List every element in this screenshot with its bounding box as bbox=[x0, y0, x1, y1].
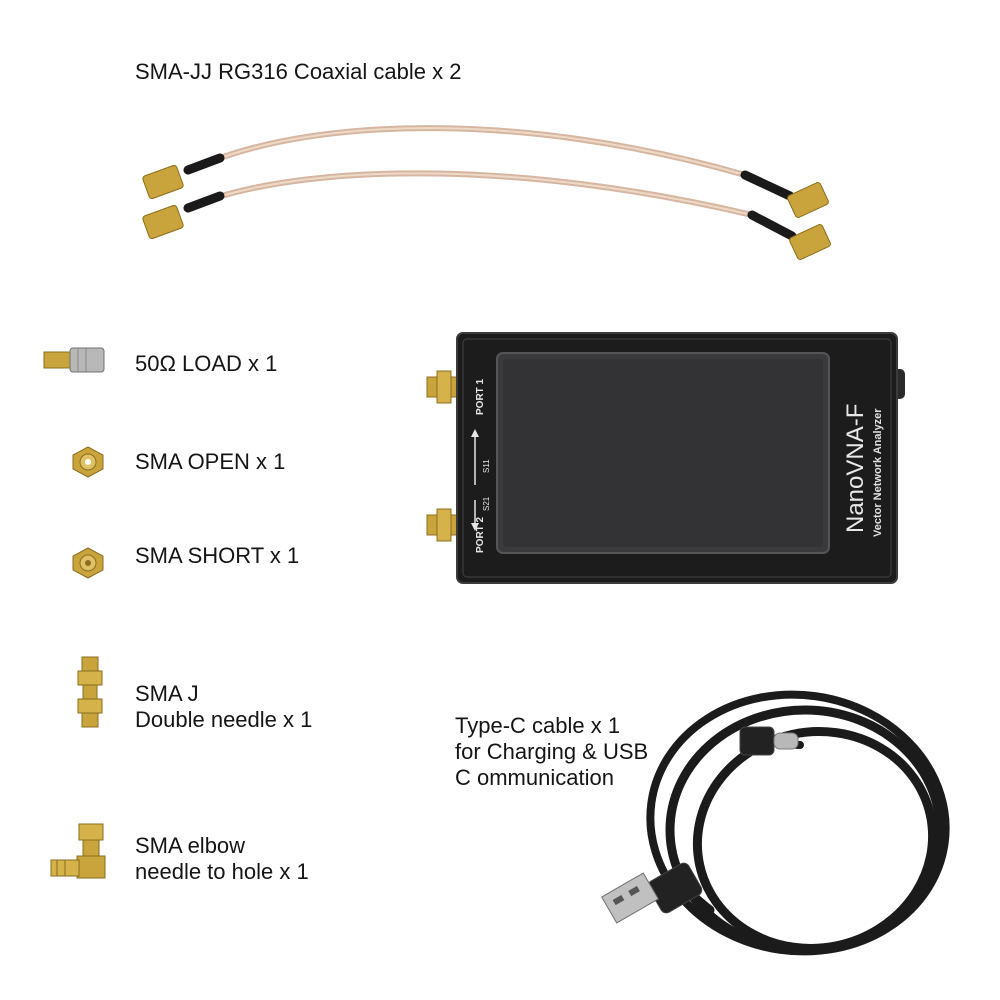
nanovna-device-image: PORT 1 PORT 2 S11 S21 NanoVNA-F Vector N… bbox=[426, 332, 905, 584]
coax-cable-1 bbox=[142, 125, 829, 218]
usb-a-plug bbox=[601, 862, 703, 924]
open-connector-image bbox=[72, 446, 104, 478]
typec-label-line3: C ommunication bbox=[455, 765, 614, 790]
double-needle-adapter-image bbox=[77, 656, 103, 728]
port1-label: PORT 1 bbox=[475, 378, 486, 415]
port1-connector bbox=[426, 370, 460, 404]
elbow-label-line2: needle to hole x 1 bbox=[135, 859, 309, 884]
double-needle-label-line2: Double needle x 1 bbox=[135, 707, 313, 732]
coax-cable-2 bbox=[142, 170, 831, 260]
coax-cables-image bbox=[142, 125, 831, 260]
load-label: 50Ω LOAD x 1 bbox=[135, 351, 278, 376]
port2-label: PORT 2 bbox=[475, 516, 486, 553]
device-brand: NanoVNA-F bbox=[842, 404, 869, 533]
double-needle-label-line1: SMA J bbox=[135, 681, 199, 706]
typec-cable-image bbox=[601, 690, 950, 956]
elbow-label-line1: SMA elbow bbox=[135, 833, 246, 858]
open-label: SMA OPEN x 1 bbox=[135, 449, 286, 474]
typec-label-line1: Type-C cable x 1 bbox=[455, 713, 621, 738]
short-label: SMA SHORT x 1 bbox=[135, 543, 300, 568]
typec-plug bbox=[739, 726, 799, 756]
device-subtitle: Vector Network Analyzer bbox=[872, 408, 884, 537]
load-connector-image bbox=[43, 347, 105, 373]
elbow-adapter-image bbox=[50, 823, 106, 879]
coax-cable-label: SMA-JJ RG316 Coaxial cable x 2 bbox=[135, 59, 462, 84]
s21-label: S21 bbox=[482, 496, 491, 511]
port2-connector bbox=[426, 508, 460, 542]
typec-label-line2: for Charging & USB bbox=[455, 739, 649, 764]
s11-label: S11 bbox=[482, 459, 491, 473]
short-connector-image bbox=[72, 547, 104, 579]
